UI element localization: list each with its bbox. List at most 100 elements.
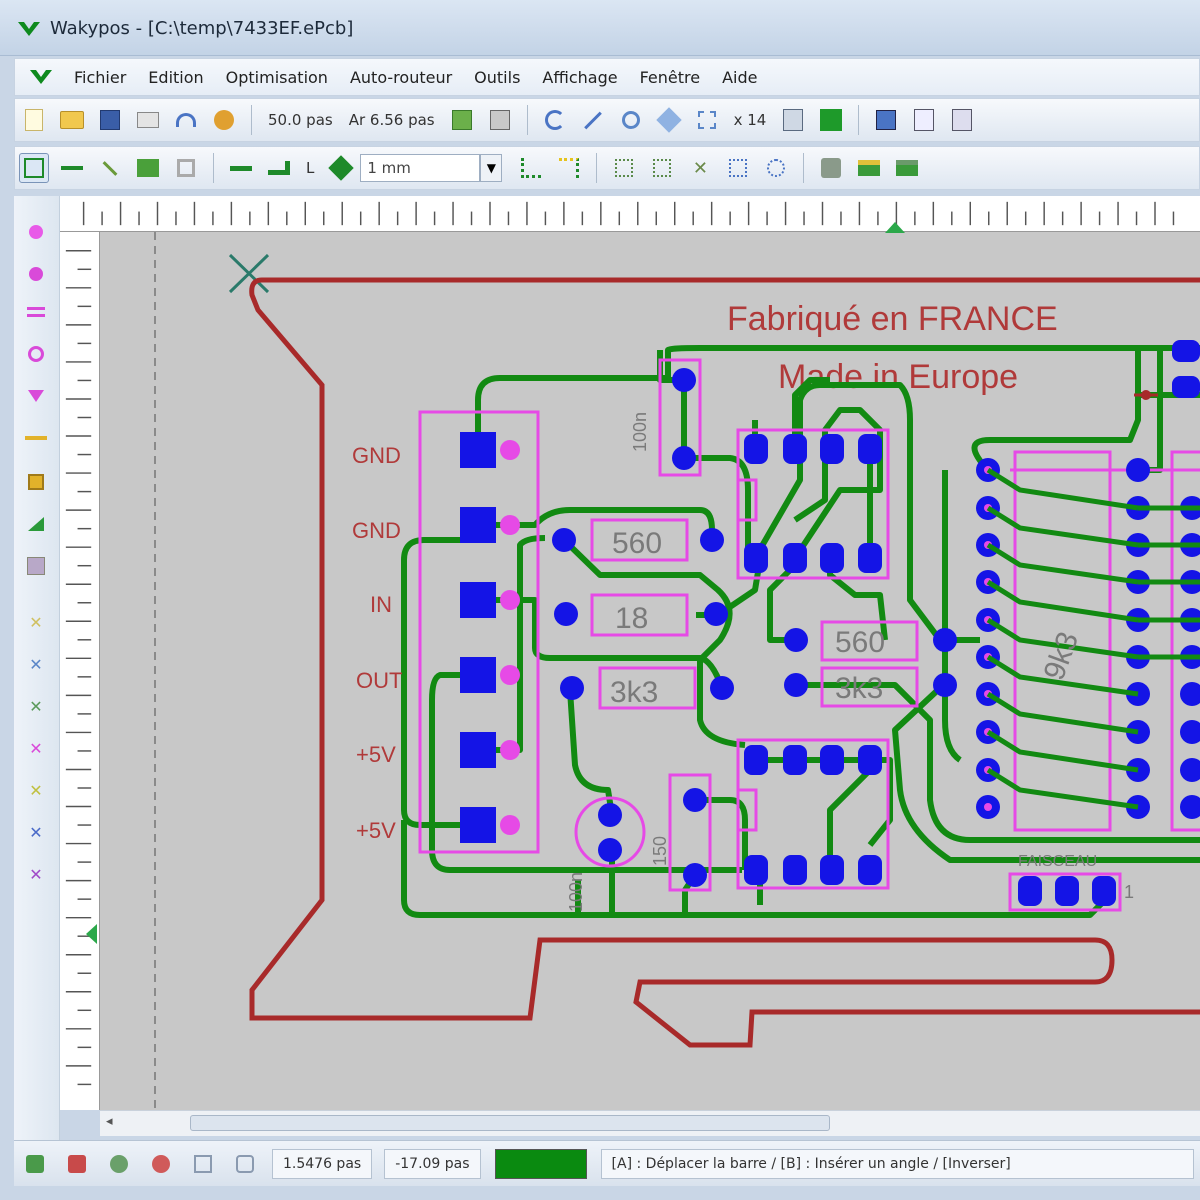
pad-tool-button[interactable] [22,218,50,246]
mark-tool-button-7[interactable]: ✕ [22,860,50,888]
mark-tool-button-5[interactable]: ✕ [22,776,50,804]
copper-area-icon [137,159,159,177]
menu-optimisation[interactable]: Optimisation [225,67,328,87]
board-outline [249,277,1200,1048]
cross-icon: ✕ [29,654,43,674]
trace-mode-icon [559,158,580,178]
menu-help[interactable]: Aide [722,67,758,87]
edit-toolbar: L 1 mm ▼ ✕ [14,146,1200,190]
arrow-tool-button[interactable] [22,382,50,410]
draw-line-button[interactable] [95,153,125,183]
edit-pad-button[interactable] [447,105,477,135]
menu-autorouter[interactable]: Auto-routeur [349,67,453,87]
status-tool-button-6[interactable] [232,1151,258,1177]
report-button[interactable] [909,105,939,135]
menu-view[interactable]: Affichage [542,67,618,87]
active-layer-indicator[interactable] [494,1148,587,1179]
board-view-button[interactable] [854,153,884,183]
connect-button[interactable] [723,153,753,183]
layer-view-button[interactable] [778,105,808,135]
measure-button[interactable] [578,105,608,135]
coord-y-field: -17.09 pas [384,1148,481,1179]
grid-select[interactable]: 50.0 pas [268,111,333,129]
menu-window[interactable]: Fenêtre [639,67,701,87]
report-icon [914,109,935,131]
autoroute-button[interactable] [816,153,846,183]
scroll-left-icon[interactable]: ◂ [106,1114,113,1129]
tools-button[interactable] [209,105,239,135]
route-track-button[interactable] [57,153,87,183]
zoom-select[interactable]: Ar 6.56 pas [348,111,435,129]
horizontal-scrollbar[interactable]: ◂ [100,1110,1200,1136]
straight-track-button[interactable] [226,153,256,183]
ratsnest-button[interactable] [647,153,677,183]
angle-track-button[interactable] [264,153,294,183]
rect-tool-button[interactable] [22,468,50,496]
mark-tool-button-4[interactable]: ✕ [22,734,50,762]
smd-icon [29,267,43,281]
status-tool-button-5[interactable] [190,1151,216,1177]
save-icon [100,110,120,130]
layer-select[interactable]: L [306,159,315,177]
zoom-area-button[interactable] [692,105,722,135]
add-via-button[interactable] [171,153,201,183]
image-icon [27,557,45,575]
delete-track-button[interactable]: ✕ [685,153,715,183]
snap-button[interactable] [326,153,356,183]
track-width-dropdown[interactable]: ▼ [480,154,503,182]
save-button[interactable] [95,105,125,135]
rats-refresh-button[interactable] [761,153,791,183]
select-tool-button[interactable] [19,153,49,183]
status-tool-button-4[interactable] [148,1151,174,1177]
pad-icon [29,225,43,239]
bar-tool-button[interactable] [22,424,50,452]
trace-mode-icon [521,158,542,178]
zoom-level-select[interactable]: x 14 [733,111,767,129]
rotate-button[interactable] [540,105,570,135]
menu-edit[interactable]: Edition [148,67,204,87]
copper-tracks [401,345,1200,918]
track-width-input[interactable]: 1 mm [360,154,481,182]
app-menu-icon[interactable] [27,66,55,88]
trace-mode-button-2[interactable] [554,153,584,183]
mark-tool-button-1[interactable]: ✕ [22,608,50,636]
copper-area-button[interactable] [133,153,163,183]
status-tool-button-2[interactable] [64,1151,90,1177]
green-layer-button[interactable] [816,105,846,135]
trace-mode-button-1[interactable] [516,153,546,183]
line-tool-button[interactable] [22,298,50,326]
conn-label-5v-2: +5V [356,818,396,843]
circle-tool-button[interactable] [22,340,50,368]
open-file-button[interactable] [57,105,87,135]
smd-tool-button[interactable] [22,260,50,288]
component-silkscreen [418,358,1200,912]
resistor-label-r3: 3k3 [610,676,658,709]
zone-tool-button[interactable] [22,510,50,538]
mark-tool-button-2[interactable]: ✕ [22,650,50,678]
pcb-drawing[interactable]: Fabriqué en FRANCE Made in Europe [100,232,1200,1110]
unroute-button[interactable] [609,153,639,183]
pcb-canvas[interactable]: Fabriqué en FRANCE Made in Europe [100,232,1200,1110]
mark-tool-button-6[interactable]: ✕ [22,818,50,846]
status-message: [A] : Déplacer la barre / [B] : Insérer … [600,1148,1194,1179]
board-3d-button[interactable] [892,153,922,183]
properties-button[interactable] [485,105,515,135]
title-bar: Wakypos - [C:\temp\7433EF.ePcb] [0,0,1200,56]
toolbar-separator [526,105,528,135]
status-tool-button-1[interactable] [22,1151,48,1177]
image-tool-button[interactable] [22,552,50,580]
print-button[interactable] [133,105,163,135]
new-file-button[interactable] [19,105,49,135]
netlist-button[interactable] [947,105,977,135]
conn-label-5v-1: +5V [356,742,396,767]
status-tool-button-3[interactable] [106,1151,132,1177]
menu-tools[interactable]: Outils [474,67,521,87]
scrollbar-thumb[interactable] [190,1115,830,1131]
drc-button[interactable] [871,105,901,135]
undo-button[interactable] [171,105,201,135]
mark-tool-button-3[interactable]: ✕ [22,692,50,720]
menu-file[interactable]: Fichier [74,67,127,87]
toolbar-separator [251,105,252,135]
zoom-fit-button[interactable] [654,105,684,135]
zoom-in-button[interactable] [616,105,646,135]
